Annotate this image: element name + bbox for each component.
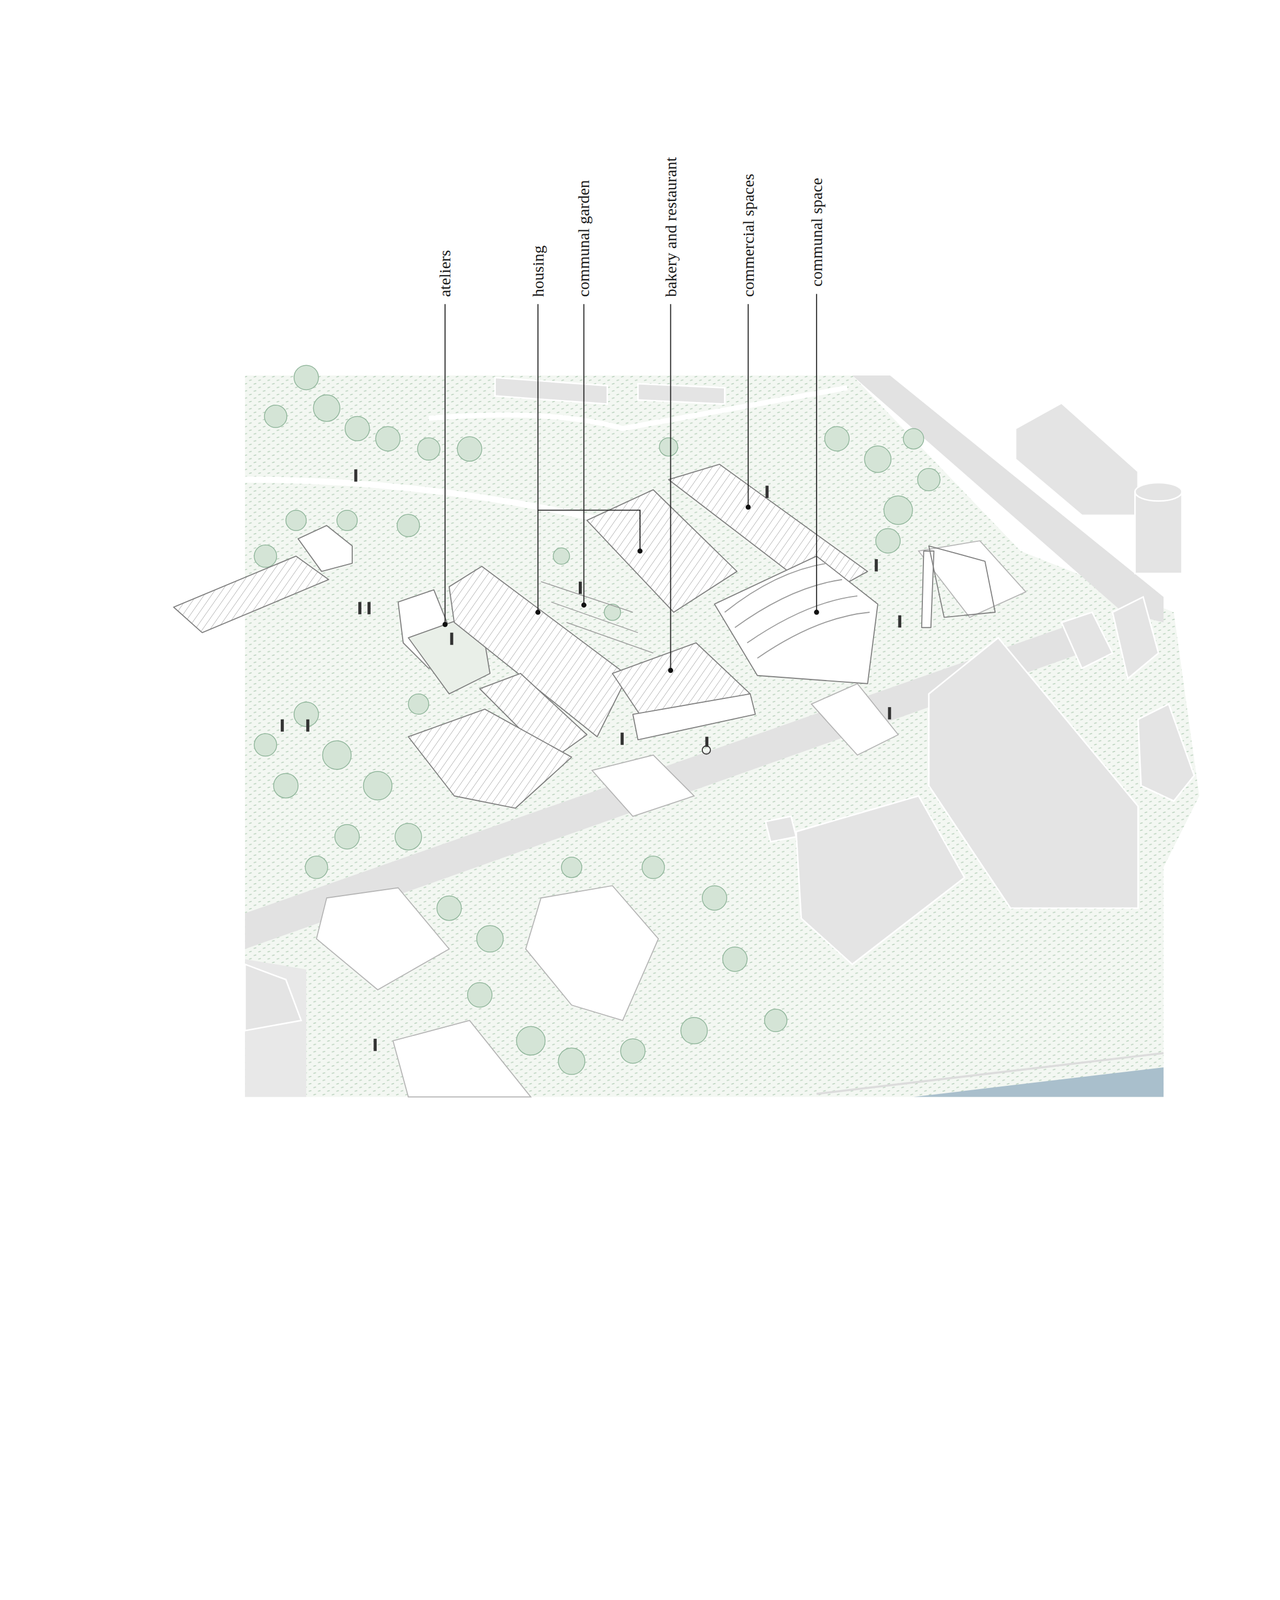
callout-label: communal space bbox=[806, 178, 827, 288]
callout-label: ateliers bbox=[435, 249, 455, 297]
callout-label: communal garden bbox=[573, 179, 594, 297]
callout-label: commercial spaces bbox=[738, 173, 759, 297]
callout-label: housing bbox=[528, 245, 548, 297]
callout-label: bakery and restaurant bbox=[661, 157, 681, 297]
